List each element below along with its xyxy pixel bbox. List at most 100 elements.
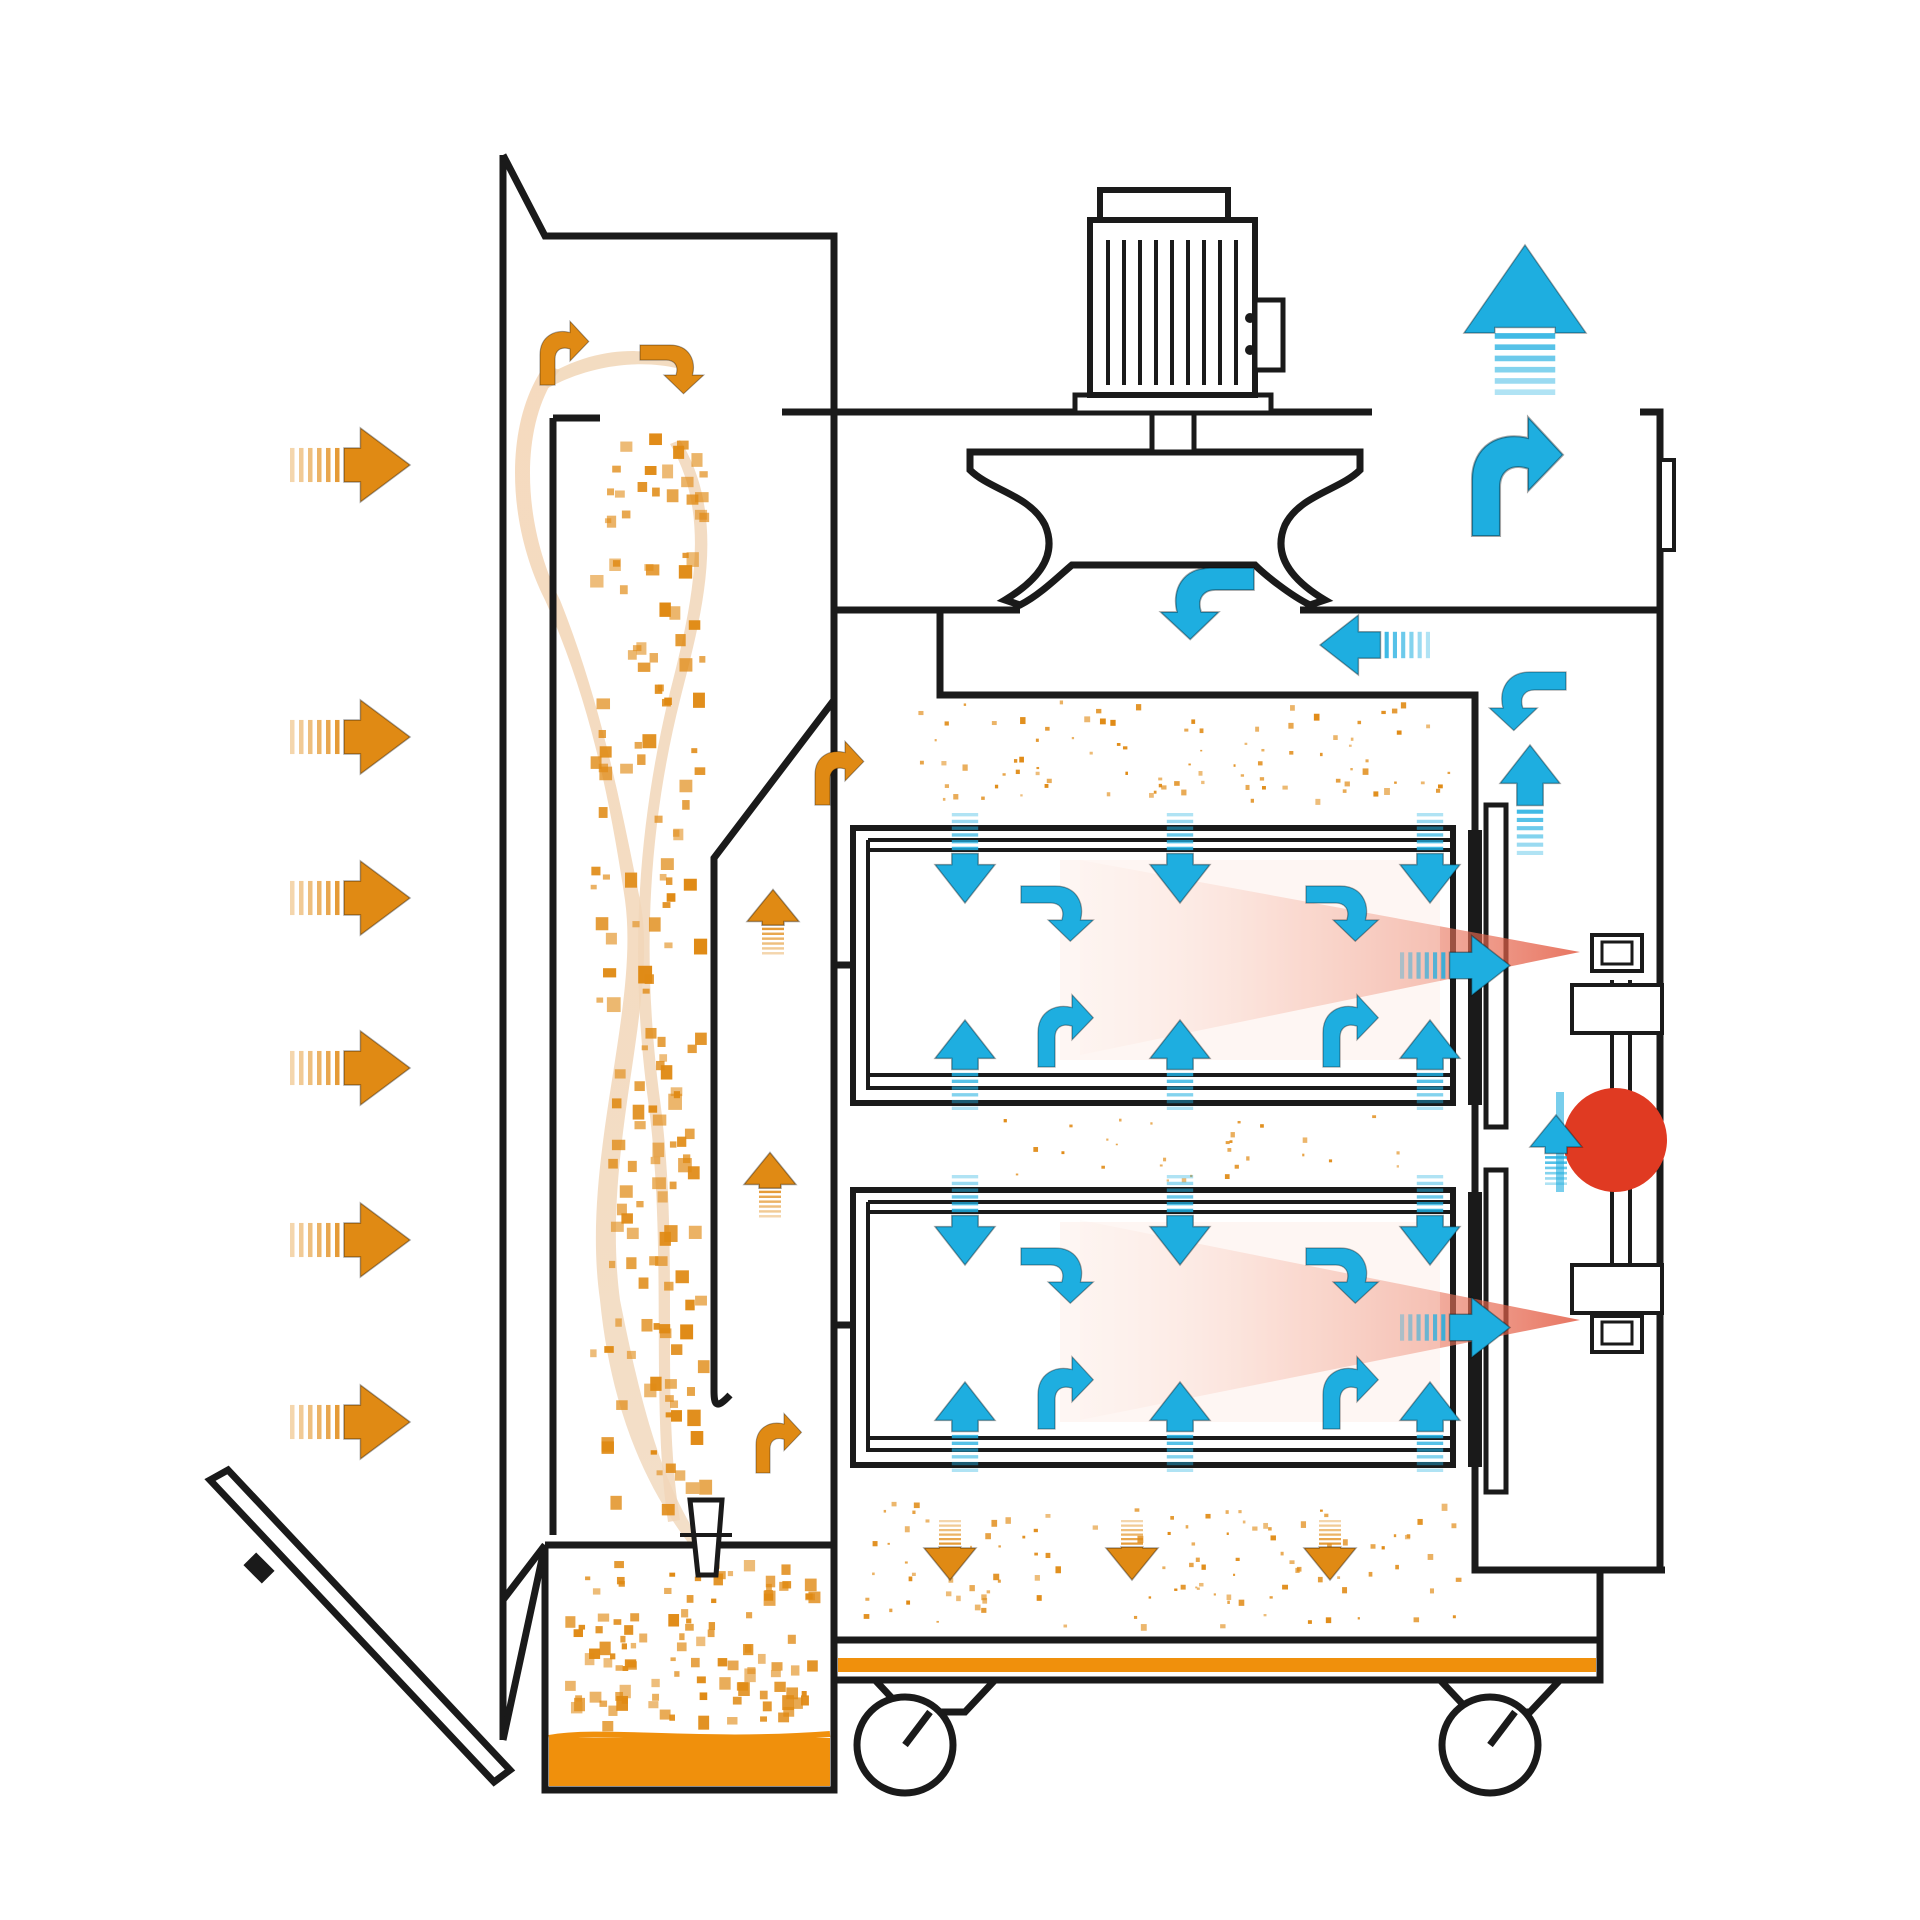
- particle: [604, 518, 612, 524]
- particle: [1357, 1617, 1360, 1620]
- particle: [622, 1666, 629, 1671]
- particle: [1158, 777, 1163, 781]
- particle: [986, 1590, 991, 1594]
- particle: [584, 1653, 595, 1666]
- particle: [652, 1693, 660, 1701]
- particle: [1324, 1513, 1329, 1518]
- particle: [1106, 792, 1111, 797]
- spray-cone-upper: [1080, 860, 1580, 1055]
- particle: [652, 1114, 667, 1126]
- particle: [1396, 1165, 1399, 1168]
- particle: [807, 1660, 818, 1672]
- particle: [589, 1691, 602, 1703]
- internal-flow-arrow: [1305, 885, 1380, 943]
- particle: [1122, 746, 1128, 750]
- particle: [1365, 759, 1369, 763]
- particle: [804, 1578, 817, 1592]
- particle: [602, 874, 610, 880]
- particle: [1101, 1165, 1105, 1169]
- particle: [1099, 718, 1106, 725]
- particle: [1226, 1532, 1229, 1535]
- particle: [1106, 1138, 1109, 1141]
- particle: [1342, 789, 1347, 793]
- particle: [956, 1595, 961, 1602]
- particle: [1263, 1614, 1267, 1617]
- particle: [688, 620, 701, 630]
- internal-flow-arrow: [1037, 993, 1095, 1068]
- particle: [727, 1717, 738, 1725]
- particle: [605, 932, 617, 945]
- particle: [717, 1658, 728, 1667]
- particle: [1289, 750, 1294, 755]
- particle: [1181, 789, 1187, 796]
- particle: [1342, 1539, 1348, 1546]
- particle: [774, 1681, 786, 1692]
- particle: [904, 1526, 910, 1533]
- particle: [771, 1662, 783, 1671]
- particle: [1233, 1573, 1236, 1576]
- internal-flow-arrow: [1020, 885, 1095, 943]
- particle: [953, 794, 959, 800]
- particle: [1381, 710, 1386, 715]
- particle: [1368, 1571, 1373, 1577]
- inlet-arrow: [290, 1201, 412, 1279]
- particle: [1451, 1523, 1457, 1529]
- particle: [732, 1696, 742, 1705]
- particle: [670, 1087, 683, 1097]
- particle: [760, 1716, 767, 1722]
- particle: [690, 1431, 704, 1445]
- particle: [1245, 784, 1250, 790]
- particle: [738, 1682, 750, 1696]
- particle: [1096, 708, 1102, 714]
- particle: [611, 1098, 622, 1109]
- swirl-arrow: [814, 739, 865, 806]
- particle: [1255, 726, 1260, 732]
- particle: [621, 510, 631, 519]
- particle: [1196, 1587, 1200, 1590]
- particle: [1036, 1595, 1042, 1601]
- particle: [913, 1502, 920, 1509]
- particle: [656, 1060, 665, 1071]
- particle: [596, 997, 604, 1003]
- particle: [974, 1604, 981, 1611]
- particle: [1404, 1534, 1411, 1540]
- particle: [1185, 1525, 1189, 1529]
- particle: [642, 734, 657, 749]
- particle: [1452, 1615, 1456, 1619]
- particle: [744, 1668, 756, 1683]
- particle: [865, 1597, 870, 1601]
- particle: [616, 1203, 627, 1216]
- particle: [630, 1613, 640, 1622]
- particle: [650, 1376, 662, 1391]
- inflow-arrow: [933, 1380, 997, 1472]
- particle: [636, 1201, 644, 1208]
- particle: [1195, 1586, 1198, 1589]
- particle: [659, 873, 667, 881]
- particle: [1235, 1557, 1240, 1562]
- particle: [660, 1065, 673, 1080]
- particle: [1252, 1526, 1258, 1531]
- particle: [595, 1626, 603, 1634]
- particle: [969, 1585, 975, 1592]
- particle: [1289, 1560, 1295, 1565]
- particle: [650, 1450, 657, 1455]
- particle: [570, 1701, 583, 1714]
- particle: [606, 515, 617, 528]
- particle: [589, 1648, 601, 1659]
- particle: [668, 1093, 682, 1110]
- particle: [708, 1622, 716, 1630]
- particle: [1260, 1124, 1264, 1128]
- particle: [1069, 1124, 1073, 1128]
- particle: [757, 1653, 766, 1664]
- particle: [1242, 1520, 1246, 1524]
- internal-flow-arrow: [1322, 1355, 1380, 1430]
- particle: [679, 658, 693, 672]
- particle: [1337, 1576, 1341, 1579]
- particle: [616, 1695, 629, 1711]
- particle: [747, 1667, 756, 1675]
- particle: [1046, 778, 1052, 784]
- particle: [1259, 777, 1265, 781]
- particle: [642, 988, 650, 994]
- particle: [1163, 1157, 1167, 1162]
